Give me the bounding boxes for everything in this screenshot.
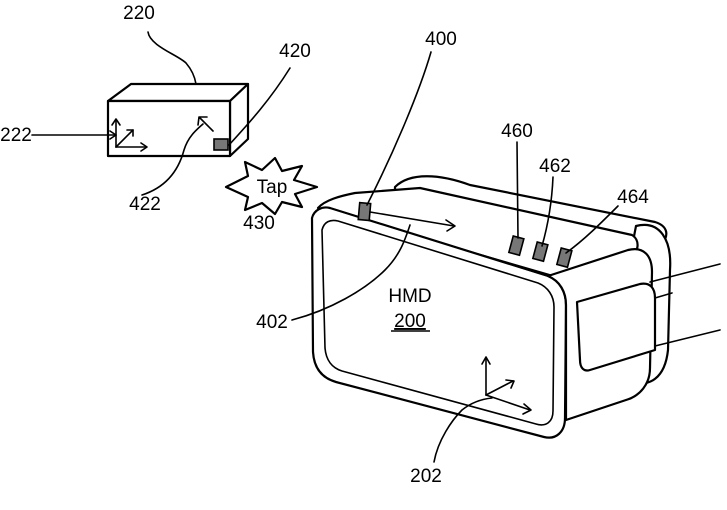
label-422: 422 [129, 194, 161, 215]
label-202: 202 [410, 466, 442, 487]
label-462: 462 [539, 156, 571, 177]
label-220: 220 [123, 3, 155, 24]
label-430: 430 [243, 213, 275, 234]
label-400: 400 [425, 29, 457, 50]
label-420: 420 [279, 41, 311, 62]
hmd-number: 200 [394, 311, 426, 332]
tap-text: Tap [257, 177, 288, 198]
hmd-device [312, 176, 720, 437]
label-222: 222 [0, 125, 32, 146]
label-460: 460 [501, 121, 533, 142]
label-402: 402 [256, 312, 288, 333]
hmd-name: HMD [388, 286, 431, 307]
label-464: 464 [617, 187, 649, 208]
